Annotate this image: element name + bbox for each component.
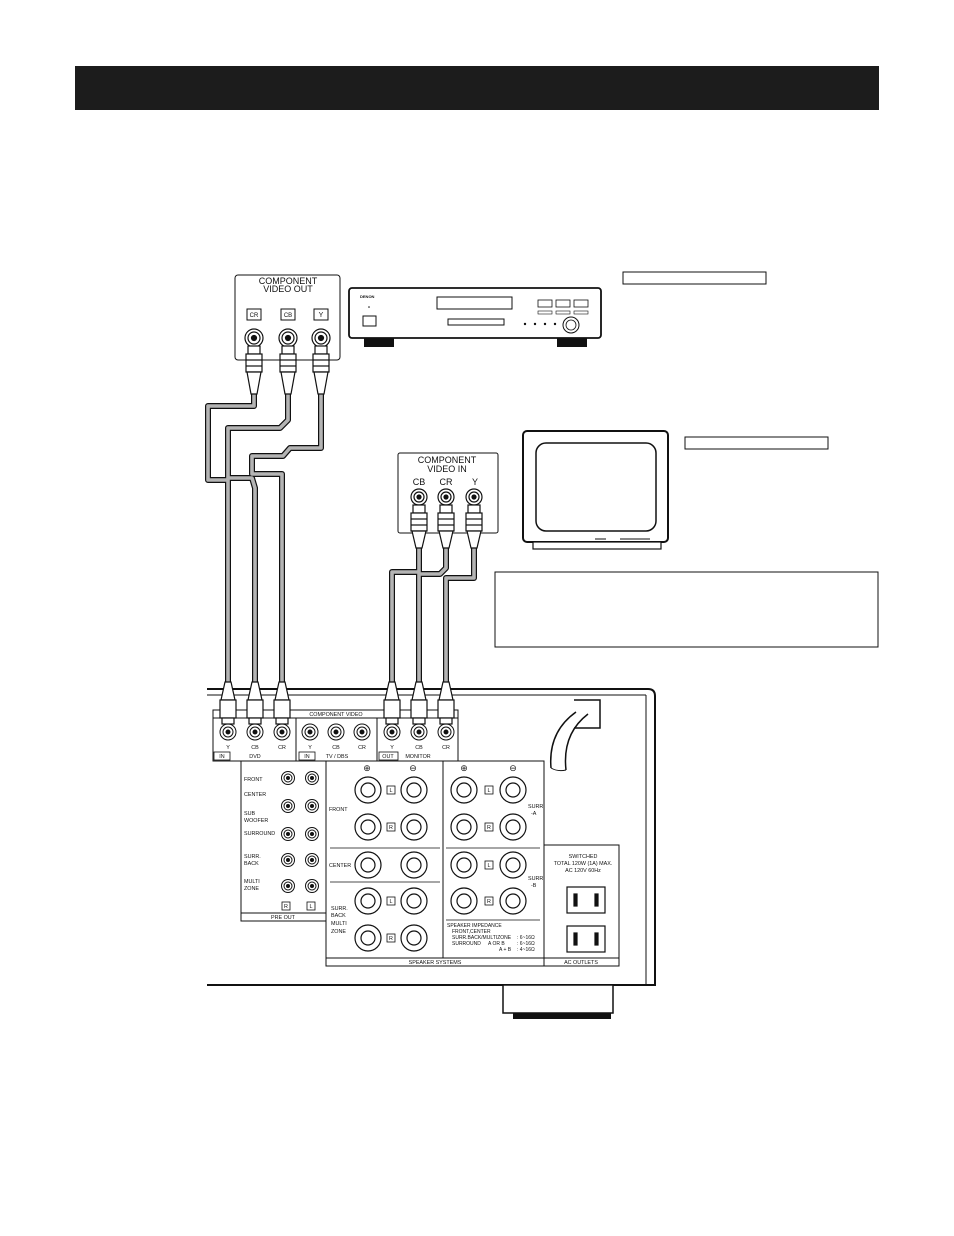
impedance-line-5: A + B bbox=[499, 947, 512, 953]
polarity-minus-icon: ⊖ bbox=[409, 763, 417, 773]
monitor-jack-label-cb: CB bbox=[413, 477, 426, 487]
ac-outlets-line-3: AC 120V 60Hz bbox=[565, 868, 601, 874]
note-box bbox=[494, 571, 879, 648]
group-tag-dvd-in: IN bbox=[219, 754, 224, 760]
group-name-dvd: DVD bbox=[249, 754, 260, 760]
dvd-brand-logo: DENON bbox=[360, 294, 375, 299]
pre-out-tag-l: L bbox=[310, 904, 313, 910]
impedance-value-3: : 4~16Ω bbox=[517, 947, 535, 953]
pre-out-tag-r: R bbox=[284, 904, 288, 910]
speaker-systems-title: SPEAKER SYSTEMS bbox=[409, 960, 462, 966]
speaker-label-multi: MULTI bbox=[331, 921, 347, 927]
group-name-monitor: MONITOR bbox=[405, 754, 430, 760]
pre-out-label-front: FRONT bbox=[244, 777, 263, 783]
dvd-jack-label-cr: CR bbox=[250, 313, 259, 319]
receiver-jack-label-4: Y bbox=[308, 745, 312, 751]
impedance-line-1: FRONT,CENTER bbox=[452, 929, 491, 935]
impedance-line-2: SURR.BACK/MULTIZONE bbox=[452, 935, 512, 941]
receiver-jack-label-9: CR bbox=[442, 745, 450, 751]
dvd-side-plugs bbox=[245, 345, 330, 395]
ac-outlets-title: AC OUTLETS bbox=[564, 960, 598, 966]
dvd-component-video-out-panel: COMPONENT VIDEO OUT CR CB Y bbox=[234, 274, 341, 361]
ac-outlet-sockets bbox=[566, 886, 606, 953]
speaker-label-zone: ZONE bbox=[331, 929, 346, 935]
monitor-side-plugs bbox=[410, 504, 483, 549]
speaker-label-b-suffix: -B bbox=[531, 883, 537, 889]
speaker-tag-r-surr-a: R bbox=[487, 825, 491, 831]
dvd-jack-label-y: Y bbox=[319, 312, 324, 319]
pre-out-label-center: CENTER bbox=[244, 792, 266, 798]
group-tag-monitor-out: OUT bbox=[382, 754, 394, 760]
speaker-tag-l-surr-a: L bbox=[488, 788, 491, 794]
speaker-tag-l-surr-b: L bbox=[488, 863, 491, 869]
speaker-label-a-suffix: -A bbox=[531, 811, 537, 817]
pre-out-label-multi: MULTI bbox=[244, 879, 260, 885]
monitor-jack-label-cr: CR bbox=[440, 477, 453, 487]
speaker-label-center: CENTER bbox=[329, 863, 351, 869]
monitor-jack-label-y: Y bbox=[472, 477, 478, 487]
group-tag-tvdbs-in: IN bbox=[304, 754, 309, 760]
dvd-out-title-line2: VIDEO OUT bbox=[263, 284, 313, 294]
receiver-component-video-title: COMPONENT VIDEO bbox=[309, 712, 362, 718]
group-name-tvdbs: TV / DBS bbox=[326, 754, 349, 760]
receiver-jack-label-6: CR bbox=[358, 745, 366, 751]
speaker-tag-r-back: R bbox=[389, 936, 393, 942]
component-cables bbox=[205, 391, 477, 685]
ac-outlets-line-1: SWITCHED bbox=[569, 854, 598, 860]
receiver-jack-label-3: CR bbox=[278, 745, 286, 751]
polarity-minus-icon-b: ⊖ bbox=[509, 763, 517, 773]
pre-out-label-surround: SURROUND bbox=[244, 831, 275, 837]
impedance-value-1: : 6~16Ω bbox=[517, 935, 535, 941]
speaker-tag-l-front: L bbox=[390, 788, 393, 794]
dvd-jack-label-cb: CB bbox=[284, 313, 292, 319]
speaker-label-surr-b: SURR. bbox=[528, 876, 545, 882]
dvd-player: DENON bbox=[348, 271, 767, 347]
monitor-in-title-line2: VIDEO IN bbox=[427, 464, 467, 474]
speaker-label-surr: SURR. bbox=[331, 906, 348, 912]
pre-out-label-sub: SUB bbox=[244, 811, 255, 817]
speaker-tag-r-surr-b: R bbox=[487, 899, 491, 905]
section-header-bar bbox=[75, 66, 879, 110]
receiver-jack-label-5: CB bbox=[332, 745, 340, 751]
receiver-jack-label-2: CB bbox=[251, 745, 259, 751]
speaker-tag-r-front: R bbox=[389, 825, 393, 831]
impedance-value-2: : 6~16Ω bbox=[517, 941, 535, 947]
receiver-jack-label-1: Y bbox=[226, 745, 230, 751]
dvd-player-label-box bbox=[622, 271, 767, 285]
pre-out-label-surr: SURR. bbox=[244, 854, 261, 860]
tv-monitor bbox=[522, 430, 829, 550]
pre-out-label-zone: ZONE bbox=[244, 886, 259, 892]
receiver-side-plugs bbox=[219, 681, 455, 725]
speaker-label-surr-a: SURR. bbox=[528, 804, 545, 810]
ac-outlets-line-2: TOTAL 120W (1A) MAX. bbox=[554, 861, 613, 867]
pre-out-label-back: BACK bbox=[244, 861, 259, 867]
pre-out-title: PRE OUT bbox=[271, 915, 296, 921]
speaker-label-front: FRONT bbox=[329, 807, 348, 813]
receiver-jack-label-8: CB bbox=[415, 745, 423, 751]
pre-out-label-woofer: WOOFER bbox=[244, 818, 268, 824]
polarity-plus-icon-b: ⊕ bbox=[460, 763, 468, 773]
impedance-line-4: A OR B bbox=[488, 941, 505, 947]
polarity-plus-icon: ⊕ bbox=[363, 763, 371, 773]
impedance-line-3: SURROUND bbox=[452, 941, 481, 947]
speaker-tag-l-back: L bbox=[390, 899, 393, 905]
dvd-out-title-line1: COMPONENT bbox=[259, 276, 318, 286]
impedance-title: SPEAKER IMPEDANCE bbox=[447, 923, 502, 929]
monitor-label-box bbox=[684, 436, 829, 450]
receiver-jack-label-7: Y bbox=[390, 745, 394, 751]
speaker-label-back: BACK bbox=[331, 913, 346, 919]
av-receiver-rear-panel: COMPONENT VIDEO Y CB CR Y CB CR Y CB CR … bbox=[207, 688, 656, 1019]
monitor-in-title-line1: COMPONENT bbox=[418, 455, 477, 465]
